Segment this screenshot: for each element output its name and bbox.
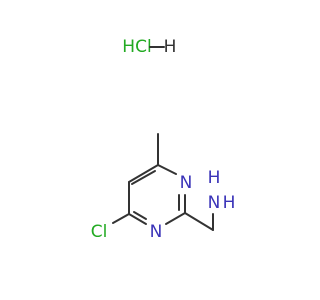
ring-nitrogen-bottom-label: N (150, 222, 163, 242)
chlorine-label: Cl (91, 222, 108, 242)
ring-bond-n1-c2 (165, 212, 186, 225)
ring-bond-c4-c5-double (131, 170, 156, 185)
chloro-bond (112, 213, 130, 224)
ring-bond-c4-c5 (128, 164, 159, 183)
ring-bond-c6-n1-double (133, 211, 147, 220)
ring-bond-c6-n1 (128, 213, 147, 225)
ch2-bond (184, 212, 214, 231)
amine-nitrogen-label: N (208, 193, 221, 213)
amine-hydrogen-top-label: H (208, 168, 221, 188)
hcl-hydrogen-label: H (164, 37, 177, 57)
molecule-structure-diagram: HCl H Cl N N N H H (91, 37, 236, 242)
ring-nitrogen-top-label: N (180, 173, 193, 193)
amine-hydrogen-side-label: H (223, 193, 236, 213)
ring-bond-n3-c4 (157, 164, 177, 175)
hcl-label: HCl (122, 37, 151, 57)
